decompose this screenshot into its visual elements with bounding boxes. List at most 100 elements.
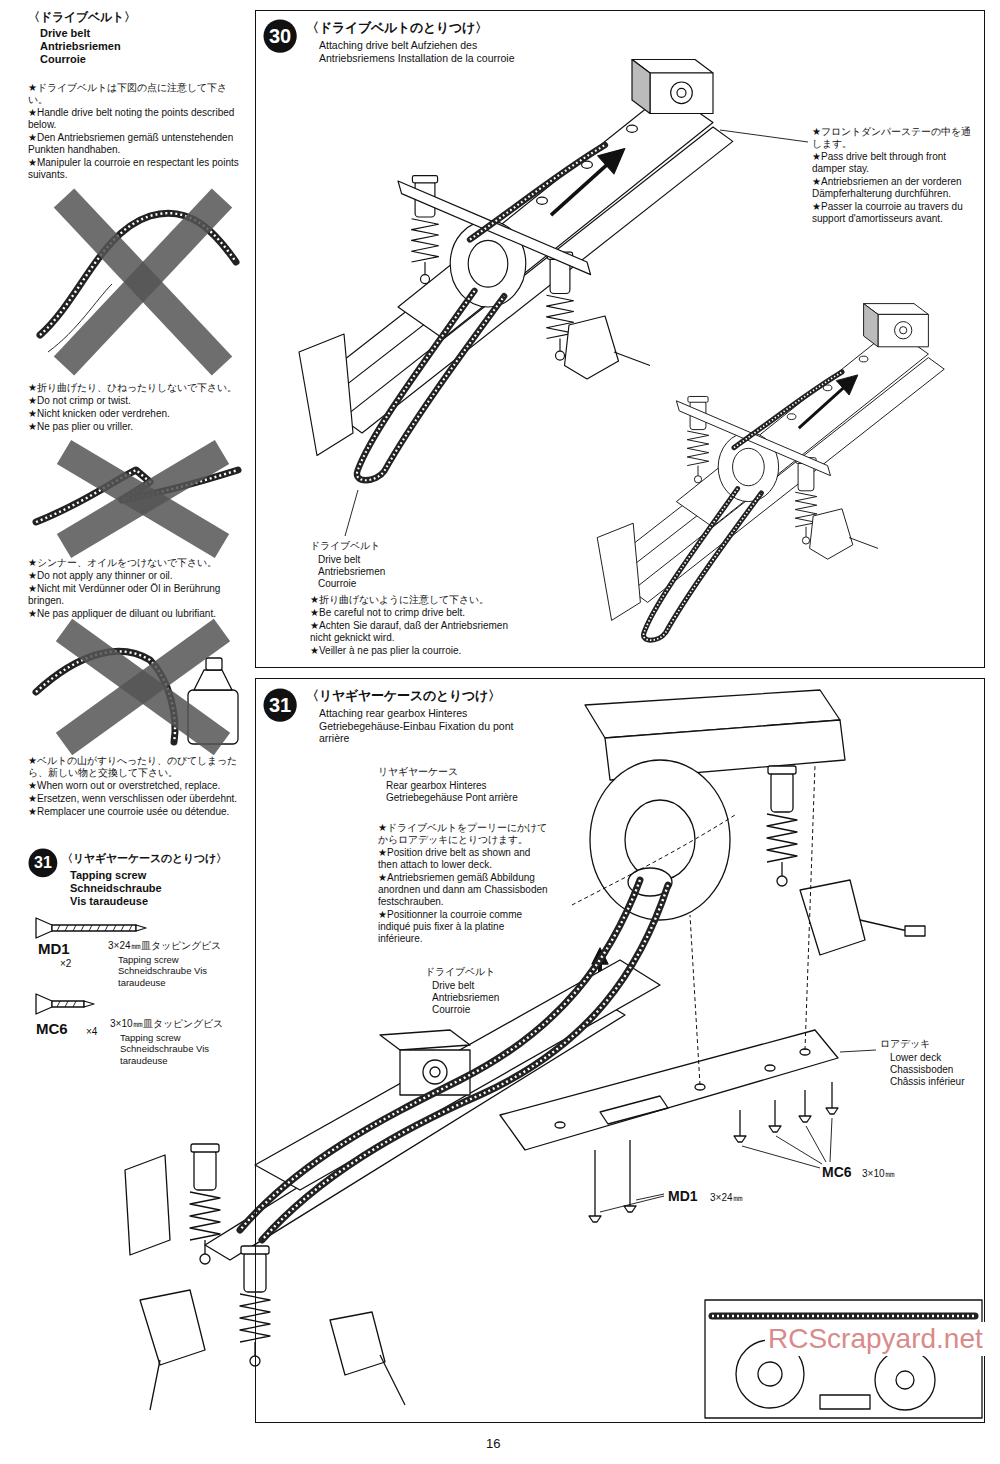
chassis-drawing <box>632 60 650 114</box>
chassis-drawing <box>799 388 844 428</box>
chassis-drawing <box>676 401 830 476</box>
oil-belt-figure <box>64 630 222 744</box>
twisted-belt-figure <box>40 198 236 366</box>
rear-gearbox-drawing <box>625 800 695 880</box>
twisted-belt-figure <box>64 198 222 366</box>
step-number-badge: 31 <box>28 848 58 878</box>
chassis-drawing <box>632 358 944 603</box>
section-heading-group: 〈リヤギヤーケースのとりつけ〉 <box>62 852 252 866</box>
badge-circle <box>29 849 58 878</box>
part-name-group: Tapping screw Schneidschraube Vis taraud… <box>120 1032 230 1067</box>
screw-drawing <box>769 1100 781 1132</box>
chassis-drawing <box>650 73 713 114</box>
chassis-drawing <box>644 489 762 641</box>
leader-line <box>720 130 808 142</box>
note: ★Ne pas appliquer de diluant ou lubrifia… <box>28 608 246 620</box>
chassis-drawing <box>470 145 605 240</box>
part-name-group: Tapping screw Schneidschraube Vis taraud… <box>118 954 228 989</box>
note: ★Antriebsriemen gemäß Abbildung anordnen… <box>378 872 548 908</box>
step-number: 30 <box>269 26 291 46</box>
part-name: Tapping screw Schneidschraube Vis taraud… <box>118 954 228 988</box>
note: ★Achten Sie darauf, daß der Antriebsriem… <box>310 620 525 644</box>
inset-detail <box>712 1313 975 1320</box>
note: ★Nicht mit Verdünner oder Öl in Berührun… <box>28 583 246 607</box>
part-name: リヤギヤーケース <box>378 766 528 778</box>
chassis-drawing <box>412 176 437 183</box>
note: ★Veiller à ne pas plier la courroie. <box>310 645 525 657</box>
note: ★Position drive belt as shown and then a… <box>378 847 548 871</box>
note-group: ★ドライブベルトは下図の点に注意して下さい。★Handle drive belt… <box>28 82 246 182</box>
note: ★折り曲げたり、ひねったりしないで下さい。 <box>28 382 246 394</box>
chassis-drawing <box>614 352 650 366</box>
note: ★シンナー、オイルをつけないで下さい。 <box>28 557 246 569</box>
front-chassis-drawing <box>190 1144 220 1264</box>
rear-gearbox-drawing <box>572 815 735 905</box>
chassis-drawing <box>676 329 928 527</box>
chassis-drawing <box>677 88 686 97</box>
front-chassis-drawing <box>380 1355 405 1405</box>
chassis-drawing <box>412 219 439 262</box>
oil-belt-figure <box>36 630 238 744</box>
screw-drawing <box>629 1140 630 1206</box>
note-group: ★ドライブベルトをプーリーにかけてからロアデッキにとりつけます。★Positio… <box>378 822 548 946</box>
watermark-group: RCScrapyard.net <box>765 1322 980 1357</box>
chassis-drawing <box>468 240 508 287</box>
md1-screw <box>36 918 146 938</box>
lower-deck-drawing <box>500 1030 838 1150</box>
chassis-drawing <box>688 396 708 402</box>
page-number-group: 16 <box>486 1436 526 1453</box>
part-name-group: Drive belt Antriebsriemen Courroie <box>318 554 418 591</box>
chassis-drawing <box>565 316 619 379</box>
part-name-group: Lower deck Chassisboden Châssis inférieu… <box>890 1052 978 1089</box>
inset-detail <box>896 1371 914 1389</box>
part-name: Drive belt Antriebsriemen Courroie <box>432 980 532 1016</box>
note: ★Antriebsriemen an der vorderen Dämpferh… <box>812 176 977 200</box>
mc6-screw <box>36 994 94 1014</box>
screw-drawing <box>799 1116 811 1122</box>
part-name: Rear gearbox Hinteres Getriebegehäuse Po… <box>386 780 536 804</box>
dimension: 3×10㎜ <box>862 1168 932 1180</box>
chassis-drawing <box>900 327 907 334</box>
quantity-group: ×2 <box>60 958 100 971</box>
note: ★ドライブベルトをプーリーにかけてからロアデッキにとりつけます。 <box>378 822 548 846</box>
leader-line <box>345 130 808 536</box>
note: ★ベルトの山がすりへったり、のびてしまったら、新しい物と交換して下さい。 <box>28 755 246 779</box>
front-chassis-drawing <box>204 1240 205 1254</box>
lower-deck-drawing <box>500 765 876 1150</box>
front-chassis-drawing <box>423 1060 447 1084</box>
dimension-group: 3×24㎜ <box>710 1192 780 1205</box>
watermark: RCScrapyard.net <box>765 1322 986 1356</box>
step-number-badge: 30 <box>263 19 297 53</box>
chassis-drawing <box>787 414 796 420</box>
screw-drawing <box>600 1196 664 1212</box>
front-chassis-drawing <box>150 1360 160 1410</box>
rear-gearbox-drawing <box>572 690 925 990</box>
chassis-drawing <box>357 291 504 480</box>
lower-deck-drawing <box>840 1050 876 1052</box>
front-chassis-drawing <box>430 1067 440 1077</box>
screw-drawing <box>774 1100 775 1126</box>
chassis-drawing <box>694 476 701 483</box>
chassis-drawing <box>864 304 878 347</box>
inset-detail <box>875 1350 935 1410</box>
front-chassis-drawing <box>140 1290 205 1365</box>
page-number: 16 <box>486 1436 526 1452</box>
part-name: Drive belt Antriebsriemen Courroie <box>318 554 418 590</box>
part-name-group: ドライブベルト <box>310 540 430 553</box>
screw-drawing <box>826 1108 838 1114</box>
oil-belt-figure <box>194 670 232 690</box>
note: ★ドライブベルトは下図の点に注意して下さい。 <box>28 82 246 106</box>
chassis-drawing <box>357 291 504 480</box>
section-heading-group: Drive belt Antriebsriemen Courroie <box>40 27 150 68</box>
step-heading: Attaching rear gearbox Hinteres Getriebe… <box>319 707 529 745</box>
chassis-drawing <box>597 304 944 641</box>
dimension: 3×24㎜ <box>710 1192 780 1204</box>
chassis-drawing <box>802 537 809 544</box>
screw-drawing <box>799 1090 811 1122</box>
step-panel: 〈リヤギヤーケースのとりつけ〉Attaching rear gearbox Hi… <box>255 678 985 1423</box>
chassis-drawing <box>895 322 912 339</box>
front-chassis-drawing <box>240 880 640 1230</box>
screw-drawing <box>739 1110 740 1136</box>
section-heading: Tapping screw Schneidschraube Vis taraud… <box>70 869 180 909</box>
screw-drawing <box>742 1146 820 1168</box>
